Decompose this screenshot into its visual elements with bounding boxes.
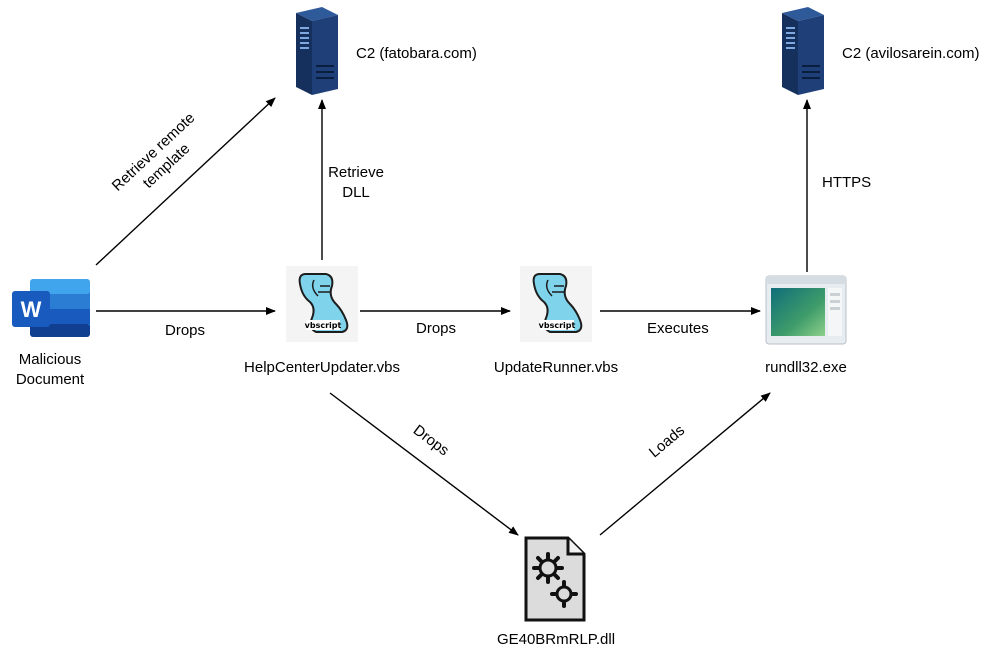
doc-label-line1: Malicious xyxy=(18,351,82,368)
vbscript-icon: vbscript xyxy=(520,266,592,342)
rundll-label: rundll32.exe xyxy=(765,359,847,376)
c2-left-label: C2 (fatobara.com) xyxy=(356,45,477,62)
edge-loads xyxy=(599,392,771,536)
svg-text:W: W xyxy=(21,297,42,322)
vbscript-icon: vbscript xyxy=(286,266,358,342)
edge-label-retrieve-dll-line1: Retrieve xyxy=(328,164,384,181)
server-icon xyxy=(296,7,338,95)
vbscript-icon-text: vbscript xyxy=(539,321,576,330)
vbscript-icon-text: vbscript xyxy=(305,321,342,330)
word-icon: W xyxy=(12,279,90,337)
edge-label-retrieve-dll-line2: DLL xyxy=(342,184,370,201)
helpcenter-label: HelpCenterUpdater.vbs xyxy=(244,359,400,376)
edge-drops-dll xyxy=(329,392,519,536)
updaterunner-label: UpdateRunner.vbs xyxy=(493,359,619,376)
dll-file-icon xyxy=(524,536,586,622)
edge-label-https: HTTPS xyxy=(822,174,872,191)
edge-label-drops-vbs: Drops xyxy=(416,320,457,337)
dll-label: GE40BRmRLP.dll xyxy=(496,631,616,648)
edge-retrieve-template xyxy=(95,97,276,266)
c2-right-label: C2 (avilosarein.com) xyxy=(842,45,980,62)
server-icon xyxy=(782,7,824,95)
window-icon xyxy=(765,275,847,345)
edge-label-drops-doc: Drops xyxy=(165,322,206,339)
edge-label-executes: Executes xyxy=(647,320,709,337)
doc-label-line2: Document xyxy=(15,371,85,388)
